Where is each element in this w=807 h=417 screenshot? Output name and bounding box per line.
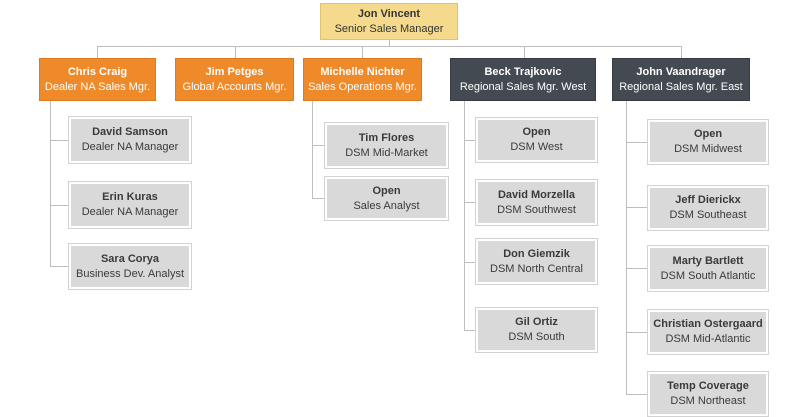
report-box: Marty Bartlett DSM South Atlantic	[648, 246, 768, 291]
manager-box: Michelle Nichter Sales Operations Mgr.	[303, 58, 422, 101]
person-title: DSM Mid-Market	[345, 146, 428, 159]
connector-line	[97, 46, 682, 47]
person-name: Tim Flores	[358, 131, 415, 144]
person-title: Global Accounts Mgr.	[182, 80, 287, 93]
person-title: Dealer NA Sales Mgr.	[44, 80, 151, 93]
connector-line	[50, 101, 51, 266]
report-box: Open Sales Analyst	[325, 177, 448, 220]
connector-line	[626, 142, 648, 143]
person-name: Temp Coverage	[667, 380, 749, 392]
connector-line	[464, 330, 476, 331]
person-title: DSM Northeast	[670, 395, 746, 407]
person-title: Senior Sales Manager	[334, 22, 444, 35]
person-name: Jeff Dierickx	[675, 194, 741, 206]
connector-line	[97, 46, 98, 58]
person-name: David Morzella	[497, 188, 576, 201]
person-name: Beck Trajkovic	[484, 65, 562, 78]
person-title: DSM Southwest	[497, 203, 576, 216]
manager-box: Jim Petges Global Accounts Mgr.	[175, 58, 294, 101]
person-name: Open	[522, 126, 551, 138]
person-title: Sales Operations Mgr.	[308, 80, 417, 93]
person-name: Don Giemzik	[503, 247, 570, 260]
report-box: Temp Coverage DSM Northeast	[648, 372, 768, 416]
report-box: Jeff Dierickx DSM Southeast	[648, 186, 768, 230]
person-title: Regional Sales Mgr. West	[459, 80, 587, 93]
connector-line	[50, 266, 69, 267]
person-title: DSM Mid-Atlantic	[665, 333, 751, 345]
manager-box: Chris Craig Dealer NA Sales Mgr.	[39, 58, 156, 101]
person-name: Gil Ortiz	[515, 316, 558, 328]
connector-line	[235, 46, 236, 58]
connector-line	[464, 101, 465, 330]
person-name: Sara Corya	[100, 252, 160, 265]
report-box: Erin Kuras Dealer NA Manager	[69, 182, 191, 228]
connector-line	[389, 40, 390, 46]
connector-line	[362, 46, 363, 58]
person-name: David Samson	[92, 126, 168, 138]
person-title: Sales Analyst	[353, 199, 420, 212]
connector-line	[464, 202, 476, 203]
connector-line	[626, 207, 648, 208]
person-name: John Vaandrager	[636, 65, 726, 78]
report-box: Open DSM West	[476, 118, 597, 162]
person-title: DSM Southeast	[669, 209, 747, 221]
connector-line	[464, 140, 476, 141]
connector-line	[524, 46, 525, 58]
person-name: Christian Ostergaard	[653, 318, 763, 330]
report-box: Don Giemzik DSM North Central	[476, 239, 597, 284]
connector-line	[626, 101, 627, 394]
person-title: Business Dev. Analyst	[75, 267, 184, 280]
connector-line	[626, 268, 648, 269]
person-name: Open	[693, 128, 723, 140]
report-box: Open DSM Midwest	[648, 120, 768, 164]
connector-line	[464, 262, 476, 263]
person-name: Jon Vincent	[357, 7, 421, 20]
person-title: Dealer NA Manager	[81, 206, 179, 218]
manager-box: John Vaandrager Regional Sales Mgr. East	[612, 58, 750, 101]
person-title: DSM West	[510, 141, 563, 153]
connector-line	[681, 46, 682, 58]
connector-line	[312, 101, 313, 198]
person-title: DSM North Central	[490, 262, 583, 275]
connector-line	[50, 140, 69, 141]
report-box: David Morzella DSM Southwest	[476, 180, 597, 225]
person-title: DSM South	[508, 331, 565, 343]
root-box: Jon Vincent Senior Sales Manager	[320, 3, 458, 40]
report-box: Tim Flores DSM Mid-Market	[325, 123, 448, 168]
person-name: Michelle Nichter	[320, 65, 405, 78]
person-name: Jim Petges	[205, 65, 264, 78]
person-name: Open	[372, 184, 401, 197]
person-title: DSM Midwest	[674, 143, 742, 155]
person-title: Dealer NA Manager	[81, 141, 179, 153]
connector-line	[312, 198, 325, 199]
report-box: Gil Ortiz DSM South	[476, 308, 597, 352]
report-box: Sara Corya Business Dev. Analyst	[69, 244, 191, 289]
report-box: David Samson Dealer NA Manager	[69, 117, 191, 163]
person-name: Chris Craig	[67, 65, 128, 78]
connector-line	[50, 205, 69, 206]
person-title: DSM South Atlantic	[660, 269, 756, 282]
person-name: Erin Kuras	[102, 191, 158, 203]
person-title: Regional Sales Mgr. East	[619, 80, 743, 93]
manager-box: Beck Trajkovic Regional Sales Mgr. West	[450, 58, 596, 101]
report-box: Christian Ostergaard DSM Mid-Atlantic	[648, 310, 768, 354]
connector-line	[312, 145, 325, 146]
connector-line	[626, 394, 648, 395]
connector-line	[626, 332, 648, 333]
person-name: Marty Bartlett	[672, 254, 744, 267]
